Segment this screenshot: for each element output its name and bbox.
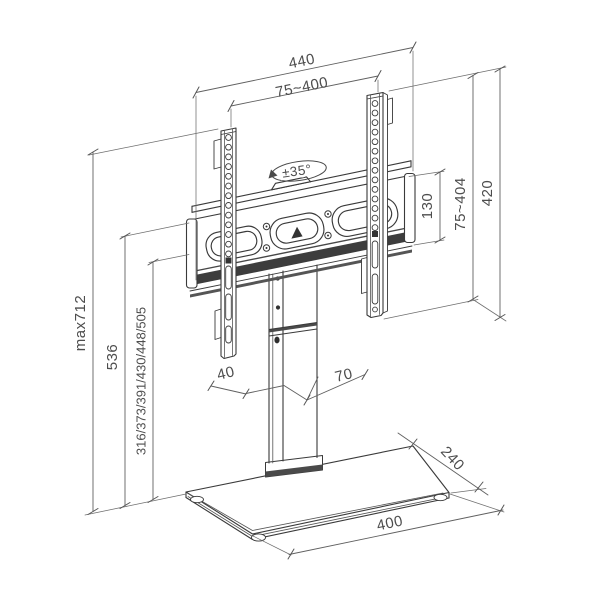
- rail-hook: [387, 97, 393, 125]
- rail-slots: [225, 265, 232, 344]
- dim-rail-length: 420: [479, 180, 496, 207]
- rail-hook: [214, 308, 222, 340]
- rail-clip: [225, 257, 232, 264]
- dimension-labels: 440 75~400 130 75~404 420 max712 536 316…: [72, 51, 496, 535]
- dimension-lines: [92, 47, 504, 555]
- column-bolt: [274, 336, 280, 344]
- bracket-endcap-right: [403, 172, 416, 244]
- dimension-ticks: [87, 41, 506, 560]
- dim-column-width: 70: [333, 365, 354, 386]
- column-joint: [269, 322, 317, 333]
- dim-vesa-height-range: 75~404: [452, 177, 469, 230]
- base-foot-left: [190, 495, 204, 504]
- dim-bracket-height: 130: [419, 193, 436, 220]
- dim-height-settings: 316/373/391/430/448/505: [133, 307, 148, 455]
- vesa-rail-left: [213, 127, 237, 360]
- base-foot-front: [251, 533, 266, 542]
- vesa-rail-right: [361, 91, 393, 319]
- dim-swivel-range: ±35°: [281, 162, 313, 181]
- base-plate: [185, 445, 450, 542]
- column: [268, 264, 318, 464]
- bracket-endcap-left: [185, 218, 198, 289]
- tv-bracket: [185, 160, 416, 298]
- rotation-indicator: ±35°: [268, 159, 327, 183]
- base-foot-right: [433, 493, 448, 502]
- dim-base-width: 400: [375, 512, 404, 534]
- bracket-cutout-center: [269, 212, 325, 250]
- rail-holes: [371, 100, 379, 231]
- rail-hook: [361, 257, 368, 294]
- up-arrow-icon: [291, 226, 303, 239]
- bracket-screws: [262, 210, 332, 252]
- rail-clip: [372, 231, 378, 237]
- rail-holes: [225, 134, 232, 258]
- rail-slots: [371, 240, 379, 313]
- rail-hook: [213, 138, 222, 170]
- dim-max-height: max712: [72, 295, 89, 351]
- dim-vesa-width-range: 75~400: [274, 74, 330, 101]
- extension-lines: [84, 50, 507, 556]
- column-hole: [275, 305, 281, 310]
- dim-column-depth: 40: [215, 363, 236, 384]
- column-collar: [265, 455, 323, 478]
- dim-base-depth: 240: [437, 443, 468, 474]
- dim-column-height: 536: [104, 344, 121, 371]
- dim-overall-width: 440: [287, 51, 316, 73]
